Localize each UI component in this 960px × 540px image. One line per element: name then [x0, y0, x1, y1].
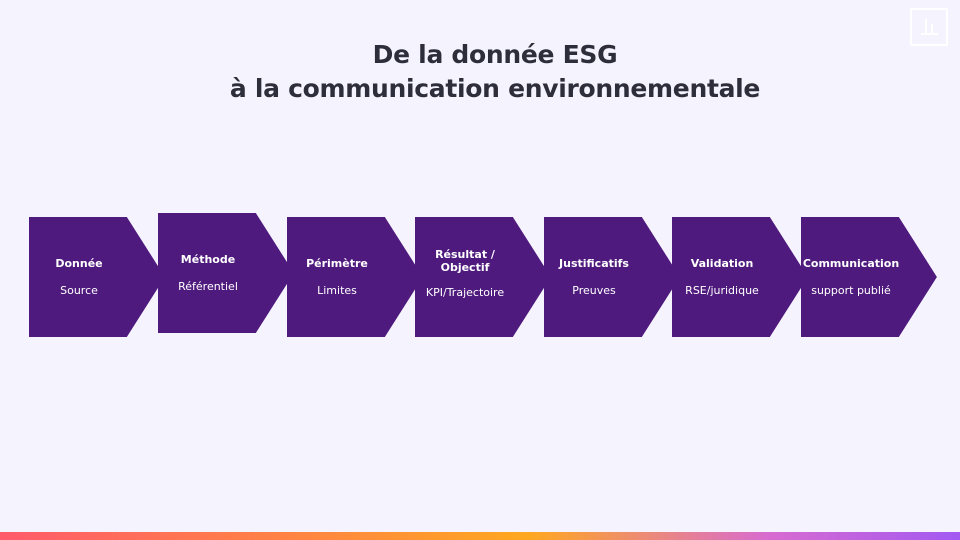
step-subtitle: Source	[60, 284, 98, 297]
step-subtitle: support publié	[811, 284, 891, 297]
step-text: Méthode Référentiel	[158, 213, 258, 333]
step-donnee: Donnée Source	[29, 217, 165, 337]
step-title: Validation	[690, 257, 754, 270]
step-title: Méthode	[180, 253, 236, 266]
step-title: Périmètre	[306, 257, 368, 270]
step-justificatifs: Justificatifs Preuves	[544, 217, 680, 337]
step-text: Résultat / Objectif KPI/Trajectoire	[415, 217, 515, 337]
step-methode: Méthode Référentiel	[158, 213, 294, 333]
step-text: Justificatifs Preuves	[544, 217, 644, 337]
step-resultat-objectif: Résultat / Objectif KPI/Trajectoire	[415, 217, 551, 337]
logo-mark-icon	[910, 8, 948, 46]
step-title: Justificatifs	[559, 257, 629, 270]
step-title: Donnée	[55, 257, 103, 270]
step-subtitle: Limites	[317, 284, 357, 297]
page-title: De la donnée ESG à la communication envi…	[0, 38, 960, 106]
step-subtitle: Preuves	[572, 284, 616, 297]
step-title: Résultat / Objectif	[435, 248, 495, 274]
step-communication: Communication support publié	[801, 217, 937, 337]
step-text: Communication support publié	[801, 217, 901, 337]
title-line-1: De la donnée ESG	[372, 40, 618, 69]
step-text: Donnée Source	[29, 217, 129, 337]
step-perimetre: Périmètre Limites	[287, 217, 423, 337]
step-text: Validation RSE/juridique	[672, 217, 772, 337]
title-line-2: à la communication environnementale	[229, 74, 761, 103]
step-text: Périmètre Limites	[287, 217, 387, 337]
step-subtitle: RSE/juridique	[685, 284, 759, 297]
footer-gradient-bar	[0, 532, 960, 540]
step-subtitle: KPI/Trajectoire	[425, 286, 505, 299]
step-title: Communication	[802, 257, 900, 270]
step-validation: Validation RSE/juridique	[672, 217, 808, 337]
step-subtitle: Référentiel	[178, 280, 238, 293]
